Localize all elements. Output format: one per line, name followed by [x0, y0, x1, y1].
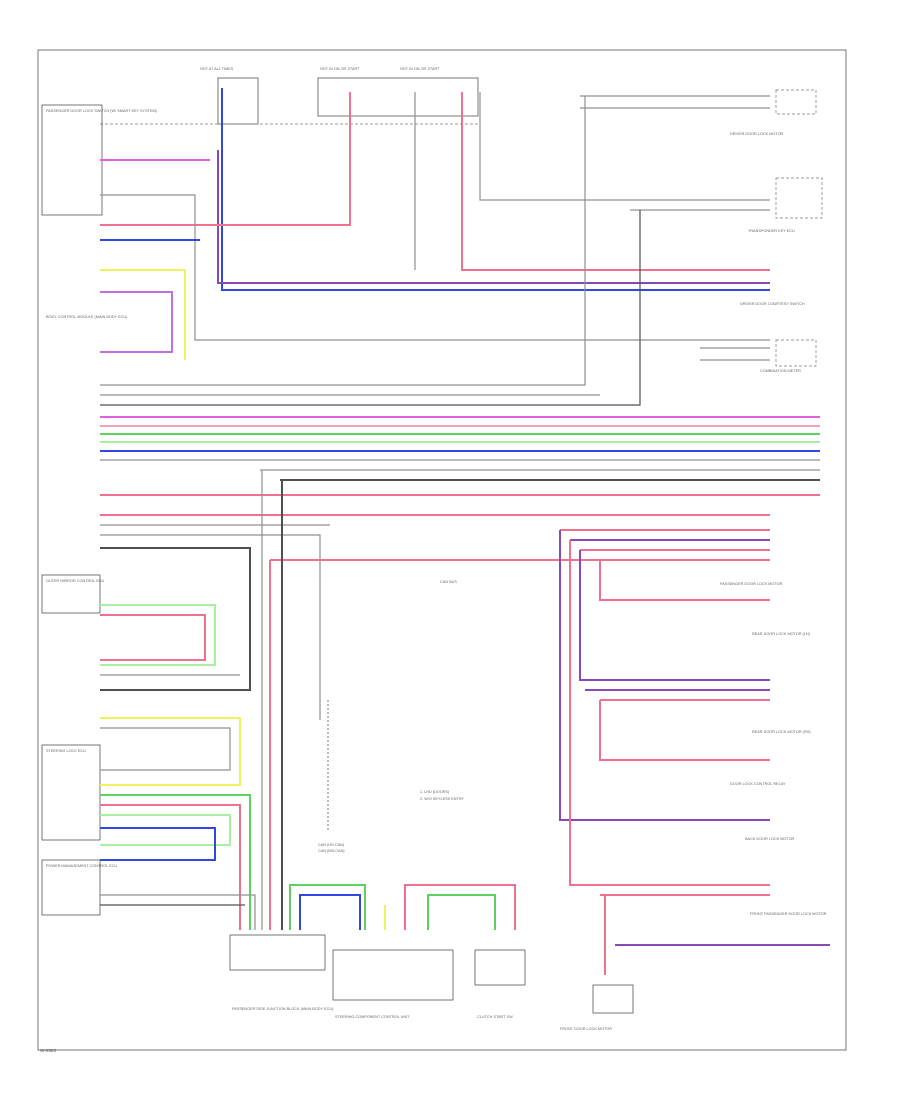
right-label-4: COMBINATION METER — [760, 369, 801, 373]
drop-red-1 — [569, 540, 770, 886]
bus-label: CAN BUS — [440, 580, 457, 584]
bus-gray-1 — [100, 96, 586, 386]
bus-gray-6 — [100, 534, 321, 720]
bus-dgray-1 — [100, 210, 641, 406]
ecu-bottom-1-box — [229, 934, 326, 971]
wire-yellow-steer — [100, 717, 241, 786]
fuse-label-c: HOT IN ON OR START — [400, 67, 440, 71]
wire-red-a — [100, 92, 351, 226]
wire-purple-top — [217, 150, 770, 284]
ecu-bottom-4-label: FRONT DOOR LOCK MOTOR — [560, 1027, 612, 1031]
immob-box — [41, 859, 101, 916]
can-label-b: CAN (MS-CAN) — [318, 849, 345, 853]
center-note-2: 2. W/O KEYLESS ENTRY — [420, 797, 464, 801]
ecu-bottom-3-label: CLUTCH START SW — [477, 1015, 513, 1019]
wire-blue-top — [221, 88, 770, 291]
right-connector-1 — [775, 89, 817, 115]
right-label-1: DRIVER DOOR LOCK MOTOR — [730, 132, 784, 136]
right-label-3: DRIVER DOOR COURTESY SWITCH — [740, 302, 805, 306]
steering-box — [41, 744, 101, 841]
right-label-2: TRANSPONDER KEY ECU — [748, 229, 795, 233]
wire-blue-steer — [100, 827, 216, 861]
right-label-10: FRONT PASSENGER DOOR LOCK MOTOR — [750, 912, 827, 916]
wire-red-b — [461, 92, 770, 271]
left-module-label: PASSENGER DOOR LOCK SWITCH (W/ SMART KEY… — [46, 109, 158, 113]
outer-mirror-label: OUTER MIRROR CONTROL ECU — [46, 579, 105, 583]
wire-gray-b — [479, 92, 770, 201]
ecu-bottom-2-label: STEERING COMPONENT CONTROL UNIT — [335, 1015, 410, 1019]
drop-purple-1 — [559, 530, 770, 821]
right-label-9: BACK DOOR LOCK MOTOR — [745, 837, 795, 841]
wire-lgreen-mirror — [100, 604, 216, 666]
wire-green-steer — [100, 794, 251, 930]
ecu-bottom-3-box — [474, 949, 526, 986]
right-connector-2 — [775, 177, 823, 219]
footer-code: W-0583 — [40, 1048, 56, 1053]
right-label-8: DOOR LOCK CONTROL RELAY — [730, 782, 786, 786]
right-label-5: PASSENGER DOOR LOCK MOTOR — [720, 582, 783, 586]
wire-red-steer — [100, 804, 241, 930]
wire-green-bottom-2 — [427, 894, 496, 930]
wire-lgreen-steer — [100, 814, 231, 846]
center-note-1: 1. LHD (DOORS) — [420, 790, 450, 794]
left-module-box — [41, 104, 103, 216]
fuse-label-a: HOT AT ALL TIMES — [200, 67, 234, 71]
wire-red-bottom — [404, 884, 516, 930]
ecu-bottom-1-label: PASSENGER SIDE JUNCTION BLOCK (MAIN BODY… — [232, 1007, 334, 1011]
steering-label: STEERING LOCK ECU — [46, 749, 86, 753]
drop-red-2 — [599, 560, 770, 601]
fuse-box-bc — [317, 77, 479, 117]
wire-red-760 — [599, 700, 770, 761]
wire-blue-bottom — [299, 894, 361, 930]
ecu-bottom-2-box — [332, 949, 454, 1001]
ecu-bottom-4-box — [592, 984, 634, 1014]
right-label-6: REAR DOOR LOCK MOTOR (LH) — [752, 632, 811, 636]
wire-violet-left — [100, 291, 173, 353]
fuse-label-b: HOT IN ON OR START — [320, 67, 360, 71]
diagram-frame — [37, 49, 847, 1051]
wire-green-bottom — [289, 884, 366, 930]
bus-dgray-3 — [100, 547, 251, 691]
fuse-box-a — [217, 77, 259, 125]
right-label-7: REAR DOOR LOCK MOTOR (RH) — [752, 730, 811, 734]
wire-gray-immob — [100, 894, 256, 930]
wire-yellow-left — [100, 269, 186, 360]
outer-mirror-box — [41, 574, 101, 614]
immob-label: POWER MANAGEMENT CONTROL ECU — [46, 864, 117, 868]
sub-module-label: BODY CONTROL MODULE (MAIN BODY ECU) — [46, 315, 128, 319]
right-connector-3 — [775, 339, 817, 367]
drop-purple-2 — [579, 550, 770, 681]
wire-red-mirror — [100, 614, 206, 661]
can-label-a: CAN (HS-CAN) — [318, 843, 345, 847]
wire-gray-left — [100, 194, 770, 341]
wire-gray-steer — [100, 727, 231, 771]
